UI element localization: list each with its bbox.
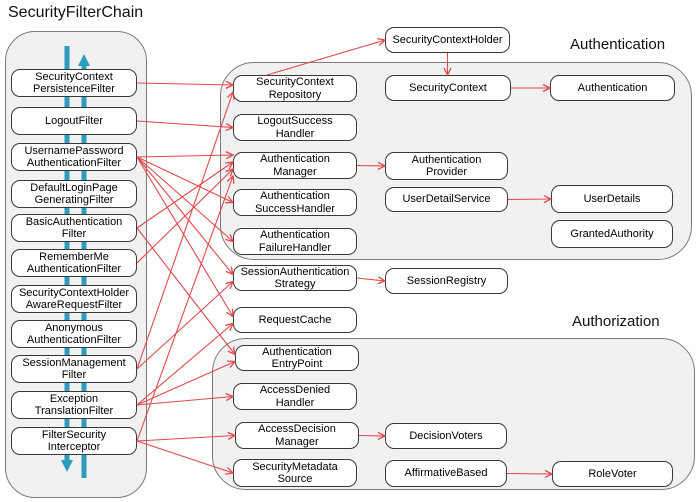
box-label: RememberMe bbox=[39, 250, 109, 263]
box-label: SecurityContextHolder bbox=[392, 33, 503, 46]
box-label: Filter bbox=[61, 228, 87, 240]
box-label: GeneratingFilter bbox=[34, 194, 114, 206]
box-label: RequestCache bbox=[258, 313, 332, 326]
box-label: DefaultLoginPage bbox=[30, 181, 118, 194]
box-label: Authentication bbox=[260, 229, 330, 241]
box-label: Anonymous bbox=[44, 321, 104, 334]
box-label: AuthenticationFilter bbox=[26, 157, 122, 169]
box-decision-voters: DecisionVoters bbox=[385, 423, 507, 449]
box-label: FilterSecurity bbox=[41, 428, 107, 441]
box-label: SecurityContext bbox=[256, 76, 334, 88]
box-label: FailureHandler bbox=[258, 241, 332, 254]
box-user-detail-service: UserDetailService bbox=[385, 187, 508, 212]
box-security-context-holder: SecurityContextHolder bbox=[385, 27, 510, 53]
box-label: DecisionVoters bbox=[409, 429, 483, 442]
box-label: LogoutFilter bbox=[44, 114, 104, 127]
box-label: AffirmativeBased bbox=[404, 467, 488, 480]
box-label: SessionRegistry bbox=[406, 274, 487, 287]
box-label: Authentication bbox=[577, 81, 648, 94]
box-label: RoleVoter bbox=[588, 467, 637, 480]
box-label: SecurityContext bbox=[409, 81, 487, 94]
box-label: Strategy bbox=[274, 278, 316, 290]
box-label: Interceptor bbox=[47, 441, 101, 453]
box-session-registry: SessionRegistry bbox=[385, 268, 508, 294]
box-label: SessionAuthentication bbox=[240, 265, 350, 278]
authorization-group-label: Authorization bbox=[572, 313, 660, 330]
box-label: Source bbox=[277, 473, 313, 485]
box-label: LogoutSuccess bbox=[257, 115, 333, 127]
box-label: SuccessHandler bbox=[254, 202, 336, 215]
box-label: UserDetails bbox=[583, 192, 641, 205]
chain-title: SecurityFilterChain bbox=[8, 4, 144, 21]
box-granted-authority: GrantedAuthority bbox=[551, 220, 673, 248]
box-label: Handler bbox=[275, 396, 315, 409]
box-label: SecurityContext bbox=[35, 70, 113, 83]
box-label: AwareRequestFilter bbox=[25, 299, 123, 311]
box-authentication-object: Authentication bbox=[550, 75, 675, 101]
box-label: Authentication bbox=[260, 153, 330, 165]
box-label: SessionManagement bbox=[22, 356, 126, 369]
box-label: UserDetailService bbox=[402, 193, 491, 206]
box-label: PersistenceFilter bbox=[33, 83, 115, 95]
box-label: Handler bbox=[275, 127, 315, 140]
authentication-group-label: Authentication bbox=[570, 36, 666, 53]
box-label: AccessDenied bbox=[259, 384, 331, 396]
box-label: AuthenticationFilter bbox=[26, 334, 122, 346]
box-label: Exception bbox=[49, 392, 99, 405]
box-request-cache: RequestCache bbox=[233, 307, 357, 333]
box-label: GrantedAuthority bbox=[570, 227, 654, 240]
box-label: Provider bbox=[426, 166, 467, 178]
box-user-details: UserDetails bbox=[551, 185, 673, 213]
box-label: AuthenticationFilter bbox=[26, 263, 122, 275]
box-role-voter: RoleVoter bbox=[552, 461, 673, 487]
box-label: AccessDecision bbox=[258, 423, 336, 435]
box-label: Filter bbox=[61, 369, 87, 381]
box-logout-filter: LogoutFilter bbox=[11, 107, 137, 135]
box-label: Manager bbox=[273, 165, 317, 178]
box-label: BasicAuthentication bbox=[25, 215, 123, 228]
box-label: SecurityMetadata bbox=[252, 460, 338, 473]
box-label: SecurityContextHolder bbox=[18, 286, 130, 299]
box-label: Authentication bbox=[411, 153, 482, 166]
box-security-context: SecurityContext bbox=[385, 75, 511, 101]
box-label: UsernamePassword bbox=[24, 144, 124, 157]
box-label: Authentication bbox=[260, 190, 330, 202]
box-label: Manager bbox=[275, 435, 319, 448]
box-label: Repository bbox=[268, 88, 322, 101]
box-label: TranslationFilter bbox=[34, 405, 114, 417]
box-label: EntryPoint bbox=[271, 358, 323, 370]
box-affirmative-based: AffirmativeBased bbox=[385, 460, 507, 487]
box-label: Authentication bbox=[262, 345, 332, 358]
